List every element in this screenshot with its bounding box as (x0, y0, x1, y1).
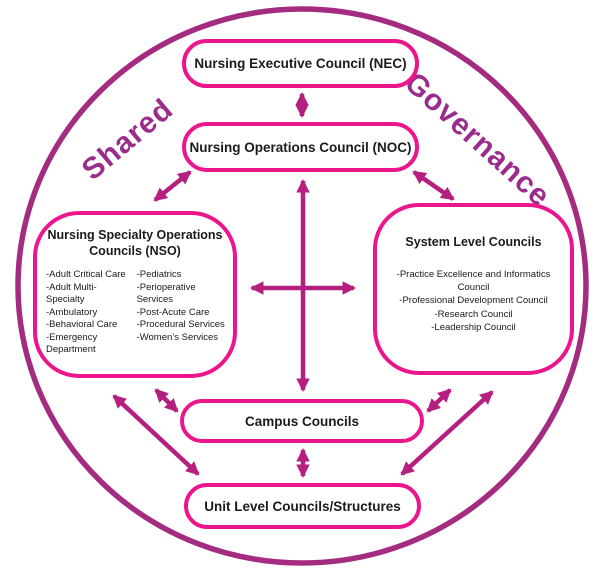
list-item: -Post-Acute Care (136, 306, 210, 318)
system-title: System Level Councils (405, 235, 542, 249)
nso-column-1: -Adult Critical Care -Adult Multi-Specia… (46, 269, 132, 357)
system-list: -Practice Excellence and Informatics Cou… (377, 268, 570, 334)
arrow-noc-system (412, 170, 455, 201)
nso-title: Nursing Specialty Operations Councils (N… (47, 228, 223, 258)
system-box: System Level Councils -Practice Excellen… (373, 203, 574, 375)
arrow-nso-unit (112, 394, 200, 476)
list-item: -Adult Critical Care (46, 269, 126, 281)
arrow-system-unit (400, 390, 494, 476)
arrow-nso-campus (154, 388, 179, 413)
governance-circle (15, 6, 589, 566)
noc-box: Nursing Operations Council (NOC) (182, 122, 419, 172)
list-item: -Professional Development Council (399, 295, 548, 307)
campus-label: Campus Councils (244, 413, 360, 429)
arrow-system-campus (426, 388, 452, 413)
list-item: -Women’s Services (136, 331, 219, 343)
list-item: -Behavioral Care (46, 319, 118, 331)
list-item: -Adult Multi-Specialty (46, 281, 97, 306)
nso-lists: -Adult Critical Care -Adult Multi-Specia… (37, 259, 233, 357)
unit-label: Unit Level Councils/Structures (204, 498, 401, 514)
list-item: -Ambulatory (46, 306, 98, 318)
campus-box: Campus Councils (180, 399, 424, 443)
nec-label: Nursing Executive Council (NEC) (194, 56, 407, 71)
noc-label: Nursing Operations Council (NOC) (189, 139, 412, 155)
list-item: -Emergency Department (46, 331, 98, 356)
list-item: -Leadership Council (431, 321, 516, 333)
arrow-noc-nso (153, 170, 192, 202)
list-item: -Research Council (434, 308, 513, 320)
nso-column-2: -Pediatrics -Perioperative Services -Pos… (137, 269, 227, 357)
list-item: -Pediatrics (136, 269, 182, 281)
nso-box: Nursing Specialty Operations Councils (N… (33, 211, 237, 378)
unit-box: Unit Level Councils/Structures (184, 483, 421, 529)
list-item: -Practice Excellence and Informatics Cou… (396, 268, 551, 293)
list-item: -Perioperative Services (136, 281, 196, 306)
list-item: -Procedural Services (136, 319, 225, 331)
nec-box: Nursing Executive Council (NEC) (182, 39, 419, 88)
